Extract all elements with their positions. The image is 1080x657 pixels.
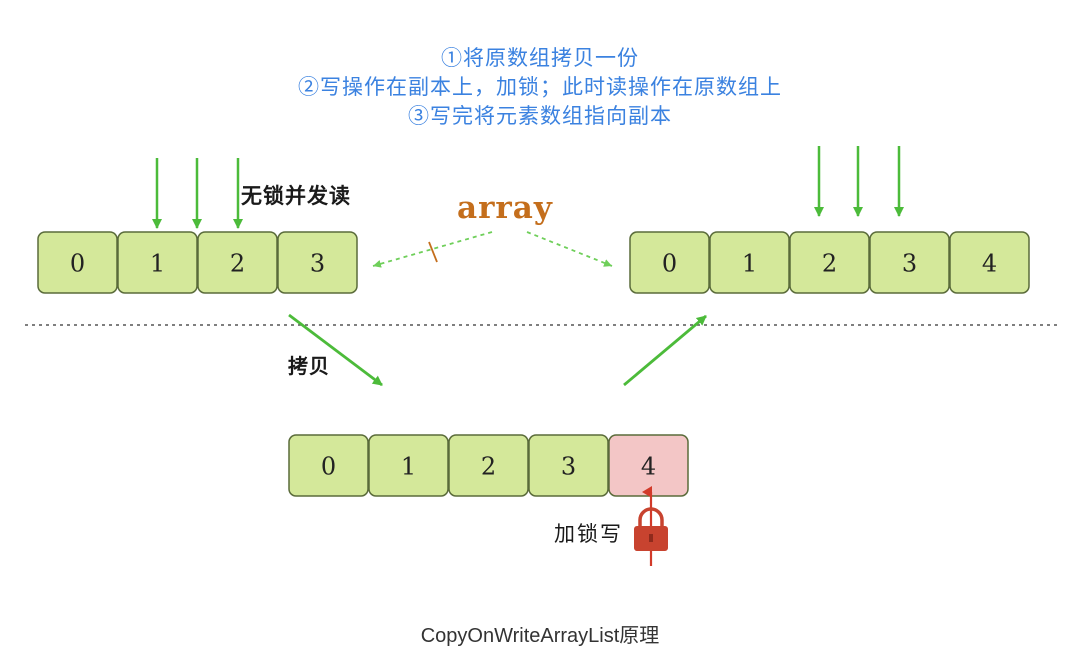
copy-label: 拷贝 — [288, 354, 330, 378]
new-cell-box — [949, 231, 1030, 294]
point-to-new-arrow — [623, 314, 707, 387]
new-array-cell: 0 — [629, 231, 710, 294]
original-cell-value: 0 — [70, 250, 85, 278]
reader-arrows-new — [814, 146, 904, 217]
copy-array-cell: 4 — [608, 434, 689, 497]
copy-cell-value: 3 — [561, 453, 576, 481]
array-reference-arrows — [372, 231, 613, 268]
copy-array-cell: 1 — [368, 434, 449, 497]
original-array-cell: 1 — [117, 231, 198, 294]
copy-cell-box — [528, 434, 609, 497]
original-array: 0 1 2 3 — [37, 231, 358, 294]
lock-icon — [634, 507, 668, 551]
copy-cell-value: 1 — [401, 453, 416, 481]
copy-array-cell: 3 — [528, 434, 609, 497]
original-cell-value: 1 — [150, 250, 165, 278]
step-2: ②写操作在副本上，加锁；此时读操作在原数组上 — [298, 75, 782, 99]
reader-arrows-original — [152, 158, 243, 229]
original-array-cell: 2 — [197, 231, 278, 294]
new-cell-value: 0 — [662, 250, 677, 278]
original-cell-box — [197, 231, 278, 294]
array-label: array — [457, 190, 553, 226]
locked-write-label: 加锁写 — [554, 522, 623, 546]
original-cell-box — [277, 231, 358, 294]
original-cell-box — [117, 231, 198, 294]
new-array-cell: 1 — [709, 231, 790, 294]
original-cell-value: 2 — [230, 250, 245, 278]
new-cell-box — [709, 231, 790, 294]
new-cell-box — [629, 231, 710, 294]
copy-arrow — [288, 313, 383, 387]
copy-cell-box — [368, 434, 449, 497]
steps-text: ①将原数组拷贝一份 ②写操作在副本上，加锁；此时读操作在原数组上 ③写完将元素数… — [0, 44, 1080, 131]
original-array-cell: 0 — [37, 231, 118, 294]
new-array: 0 1 2 3 4 — [629, 231, 1030, 294]
new-array-cell: 2 — [789, 231, 870, 294]
new-cell-box — [869, 231, 950, 294]
new-array-cell: 4 — [949, 231, 1030, 294]
new-cell-value: 2 — [822, 250, 837, 278]
copy-array-cell: 2 — [448, 434, 529, 497]
new-cell-value: 3 — [902, 250, 917, 278]
copy-array: 0 1 2 3 4 — [288, 434, 689, 497]
step-3: ③写完将元素数组指向副本 — [408, 104, 672, 128]
new-array-cell: 3 — [869, 231, 950, 294]
copy-cell-box — [288, 434, 369, 497]
copy-array-cell: 0 — [288, 434, 369, 497]
copy-cell-value: 2 — [481, 453, 496, 481]
original-cell-value: 3 — [310, 250, 325, 278]
new-cell-box — [789, 231, 870, 294]
original-array-cell: 3 — [277, 231, 358, 294]
copy-cell-value: 4 — [641, 453, 656, 481]
new-reference-arrow — [526, 231, 613, 267]
reference-cut-mark — [428, 241, 438, 263]
concurrent-read-label: 无锁并发读 — [241, 183, 351, 208]
figure-caption: CopyOnWriteArrayList原理 — [420, 625, 660, 647]
original-cell-box — [37, 231, 118, 294]
copy-cell-value: 0 — [321, 453, 336, 481]
step-1: ①将原数组拷贝一份 — [441, 46, 639, 70]
new-cell-value: 4 — [982, 250, 997, 278]
new-cell-value: 1 — [742, 250, 757, 278]
copy-cell-box — [448, 434, 529, 497]
